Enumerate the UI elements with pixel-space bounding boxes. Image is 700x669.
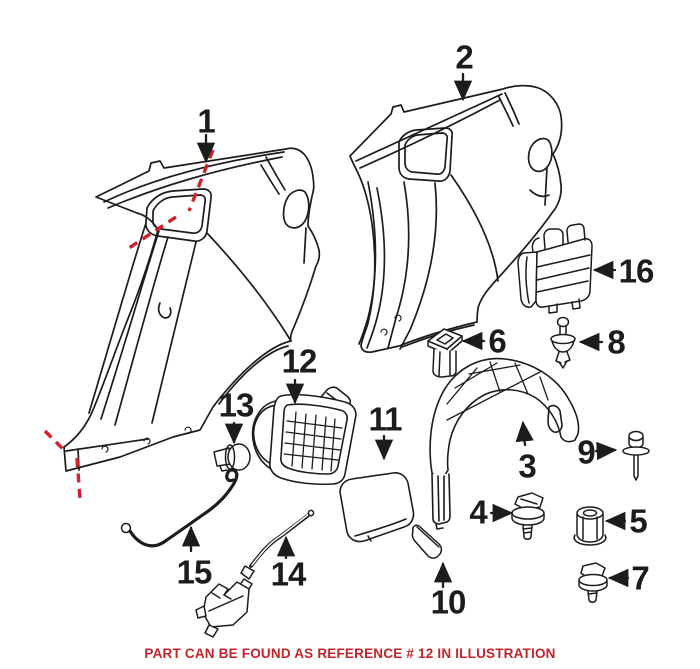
wheel-arch-liner-drawing bbox=[429, 357, 580, 530]
callout-label-15: 15 bbox=[176, 553, 213, 591]
pin-rivet-9-drawing bbox=[622, 430, 650, 481]
rear-quarter-panel-1-drawing bbox=[63, 147, 321, 472]
callout-label-8: 8 bbox=[607, 323, 625, 361]
bolt-4-drawing bbox=[511, 492, 545, 540]
grommet-13-drawing bbox=[213, 443, 251, 472]
cap-nut-5-drawing bbox=[573, 506, 607, 546]
callout-label-13: 13 bbox=[218, 386, 255, 424]
pressure-vent-16-drawing bbox=[517, 223, 593, 314]
callout-label-6: 6 bbox=[488, 322, 506, 360]
callout-label-2: 2 bbox=[455, 38, 473, 76]
release-cable-15-drawing bbox=[120, 468, 239, 548]
callout-label-7: 7 bbox=[631, 559, 649, 597]
callout-arrow-3 bbox=[515, 420, 534, 447]
bolt-7-drawing bbox=[578, 562, 608, 603]
reference-note: PART CAN BE FOUND AS REFERENCE # 12 IN I… bbox=[144, 646, 556, 661]
callout-label-14: 14 bbox=[270, 555, 307, 593]
callout-label-5: 5 bbox=[629, 502, 647, 540]
push-rivet-8-drawing bbox=[550, 316, 576, 369]
callout-label-4: 4 bbox=[469, 493, 487, 531]
callout-label-3: 3 bbox=[518, 447, 536, 485]
callout-label-11: 11 bbox=[368, 400, 403, 438]
callout-arrow-9 bbox=[594, 441, 618, 461]
callout-arrows bbox=[181, 72, 630, 589]
callout-label-9: 9 bbox=[577, 433, 595, 471]
callout-label-1: 1 bbox=[197, 102, 215, 140]
fuel-filler-door-11-drawing bbox=[339, 472, 415, 543]
rear-quarter-panel-2-drawing bbox=[349, 84, 563, 354]
end-strip-10-drawing bbox=[411, 524, 443, 559]
red-cut-marks bbox=[43, 149, 215, 500]
callout-label-10: 10 bbox=[430, 583, 467, 621]
callout-label-16: 16 bbox=[618, 252, 655, 290]
callout-label-12: 12 bbox=[281, 342, 318, 380]
fuel-filler-housing-12-drawing bbox=[251, 386, 357, 486]
